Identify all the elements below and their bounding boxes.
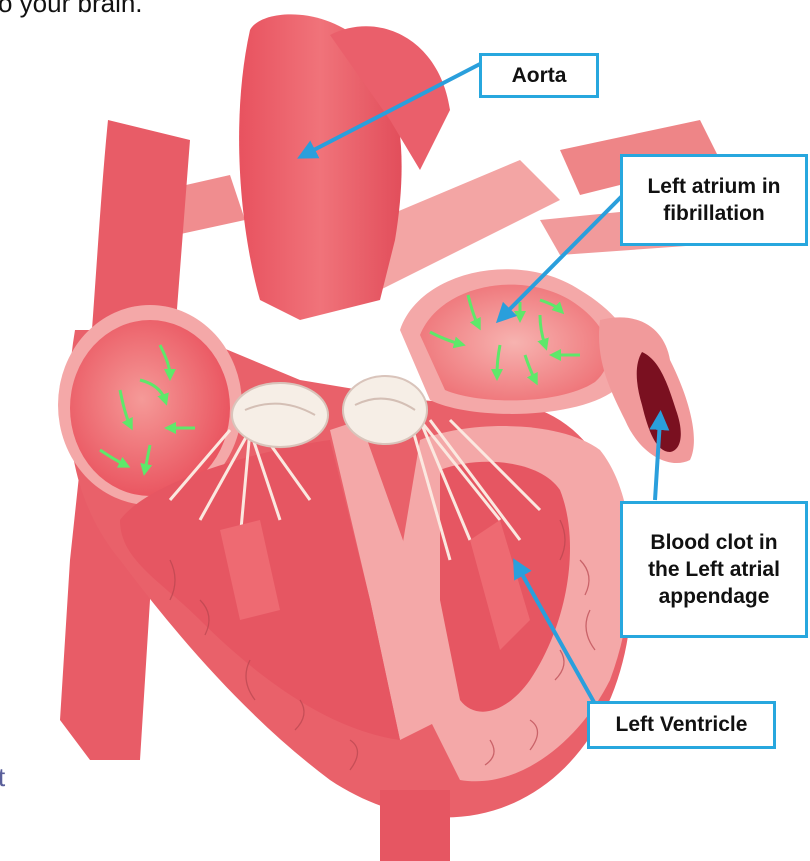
aorta-label: Aorta xyxy=(479,53,599,98)
left-atrium-label: Left atrium in fibrillation xyxy=(620,154,808,246)
blood-clot-label-line1: Blood clot in xyxy=(648,529,780,556)
blood-clot-label-line2: the Left atrial xyxy=(648,556,780,583)
aorta-label-text: Aorta xyxy=(512,62,567,89)
left-atrial-appendage xyxy=(599,317,694,463)
inferior-vena-cava xyxy=(380,790,450,861)
left-ventricle-label-text: Left Ventricle xyxy=(616,711,748,738)
left-ventricle-label: Left Ventricle xyxy=(587,701,776,749)
left-atrium xyxy=(400,269,633,414)
left-atrium-label-line1: Left atrium in xyxy=(647,173,780,200)
top-caption-fragment: o your brain. xyxy=(0,0,143,19)
blood-clot-label: Blood clot in the Left atrial appendage xyxy=(620,501,808,638)
side-text-fragment: t xyxy=(0,762,5,793)
left-atrium-label-line2: fibrillation xyxy=(647,200,780,227)
blood-clot-label-line3: appendage xyxy=(648,583,780,610)
